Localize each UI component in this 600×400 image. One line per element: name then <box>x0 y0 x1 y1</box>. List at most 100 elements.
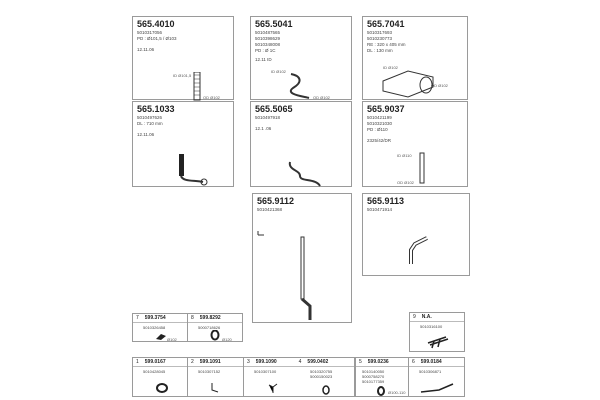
clamp-ring-icon <box>377 386 385 396</box>
part-date: 12.11 ID <box>255 57 272 62</box>
part-refs: 5010471914 <box>367 207 392 213</box>
part-card-565-9112[interactable]: 565.9112 5010421368 <box>252 193 352 323</box>
ref: 5000150023 <box>310 374 333 379</box>
dim-label: Ø100-110 <box>388 390 406 395</box>
pipe-drawing <box>288 161 321 187</box>
item-number: 5 <box>359 359 362 365</box>
item-number: 2 <box>191 359 194 365</box>
ref: 5010348008 <box>255 42 281 47</box>
part-code: 565.1033 <box>137 104 175 114</box>
muffler-drawing <box>382 70 434 98</box>
part-refs: 5010421368 <box>257 207 282 213</box>
dim-label: OD Ø102 <box>203 95 220 100</box>
small-part-2[interactable]: 2 599.1091 5010307152 <box>187 357 244 397</box>
pipe-drawing <box>290 73 310 99</box>
clamp-icon <box>156 334 166 340</box>
small-part-1[interactable]: 1 599.0167 5010428045 <box>132 357 188 397</box>
ref: 5010320755 <box>310 369 333 374</box>
part-code: 565.5065 <box>255 104 293 114</box>
part-code: 599.0236 <box>367 359 389 365</box>
item-number: 4 <box>298 359 302 365</box>
ref: PD : Ø110 <box>367 127 388 132</box>
ref: 5010421368 <box>257 207 283 212</box>
item-number: 3 <box>247 359 250 365</box>
ref: 5010307152 <box>198 369 221 374</box>
dim-label: ID Ø110 <box>397 153 412 158</box>
pipe-drawing <box>179 154 208 186</box>
item-number: 9 <box>413 314 416 320</box>
front-pipe-icon <box>420 383 454 393</box>
part-code: 565.5041 <box>255 19 293 29</box>
ref: 5010316100 <box>420 324 443 329</box>
ref: 5010321030 <box>367 121 393 126</box>
ref: 5000718626 <box>198 325 221 330</box>
ref: 5010317693 <box>367 30 393 35</box>
dim-label: OD Ø102 <box>397 180 414 185</box>
ref: 5010497918 <box>255 115 281 120</box>
ref: 5010306871 <box>419 369 442 374</box>
item-number: 6 <box>412 359 415 365</box>
part-code: 565.9112 <box>257 196 295 206</box>
dim-label: ID Ø102 <box>271 69 286 74</box>
ref: 5010487565 <box>255 30 281 35</box>
item-number: 8 <box>191 315 194 321</box>
gasket-icon <box>156 383 168 393</box>
ref: 5010307100 <box>254 369 277 374</box>
small-part-9[interactable]: 9 N.A. 5010316100 <box>409 312 465 352</box>
ref: PD : Ø 1C <box>255 48 276 53</box>
bent-pipe-drawing <box>409 236 428 264</box>
tailpipe-drawing <box>300 236 312 320</box>
part-code: 599.1090 <box>255 359 277 365</box>
part-code: 599.8292 <box>199 315 221 321</box>
ref: 5010317056 <box>137 30 163 35</box>
part-code: 599.0402 <box>307 359 329 365</box>
straight-pipe-drawing <box>419 152 425 184</box>
bracket-icon <box>268 383 278 393</box>
ref: RE : 320 x 405 mm <box>367 42 406 47</box>
rubber-mount-icon <box>322 385 330 395</box>
flex-pipe-drawing <box>193 72 201 101</box>
part-date: 2325/42/DR <box>367 138 392 143</box>
dim-label: ID Ø102 <box>383 65 398 70</box>
part-code: 599.3754 <box>144 315 166 321</box>
ref: 5010140050 <box>362 369 385 374</box>
part-code: N.A. <box>421 314 432 320</box>
ref: 5010177359 <box>362 379 385 384</box>
dim-label: OD Ø102 <box>431 83 448 88</box>
dim-label: ID Ø101,5 <box>173 73 192 78</box>
clamp-ring-icon <box>210 330 220 341</box>
dim-label: Ø120 <box>222 337 232 342</box>
ref: 5010421199 <box>367 115 392 120</box>
part-code: 599.1091 <box>199 359 221 365</box>
part-code: 599.0167 <box>144 359 166 365</box>
part-card-565-5065[interactable]: 565.5065 5010497918 12.1 .06 <box>250 101 352 187</box>
part-code: 565.7041 <box>367 19 405 29</box>
ref: 5010428045 <box>143 369 166 374</box>
part-code: 565.4010 <box>137 19 175 29</box>
part-refs: 5010497918 <box>255 115 280 121</box>
arrow-icon <box>257 231 264 236</box>
ref: 5010471914 <box>367 207 393 212</box>
hanger-icon <box>211 383 219 393</box>
part-code: 565.9113 <box>367 196 405 206</box>
ref: DL : 710 mm <box>137 121 163 126</box>
item-number: 1 <box>136 359 139 365</box>
part-card-565-9113[interactable]: 565.9113 5010471914 <box>362 193 470 276</box>
part-date: 12.1 .06 <box>255 126 272 131</box>
dim-label: OD Ø102 <box>313 95 330 100</box>
